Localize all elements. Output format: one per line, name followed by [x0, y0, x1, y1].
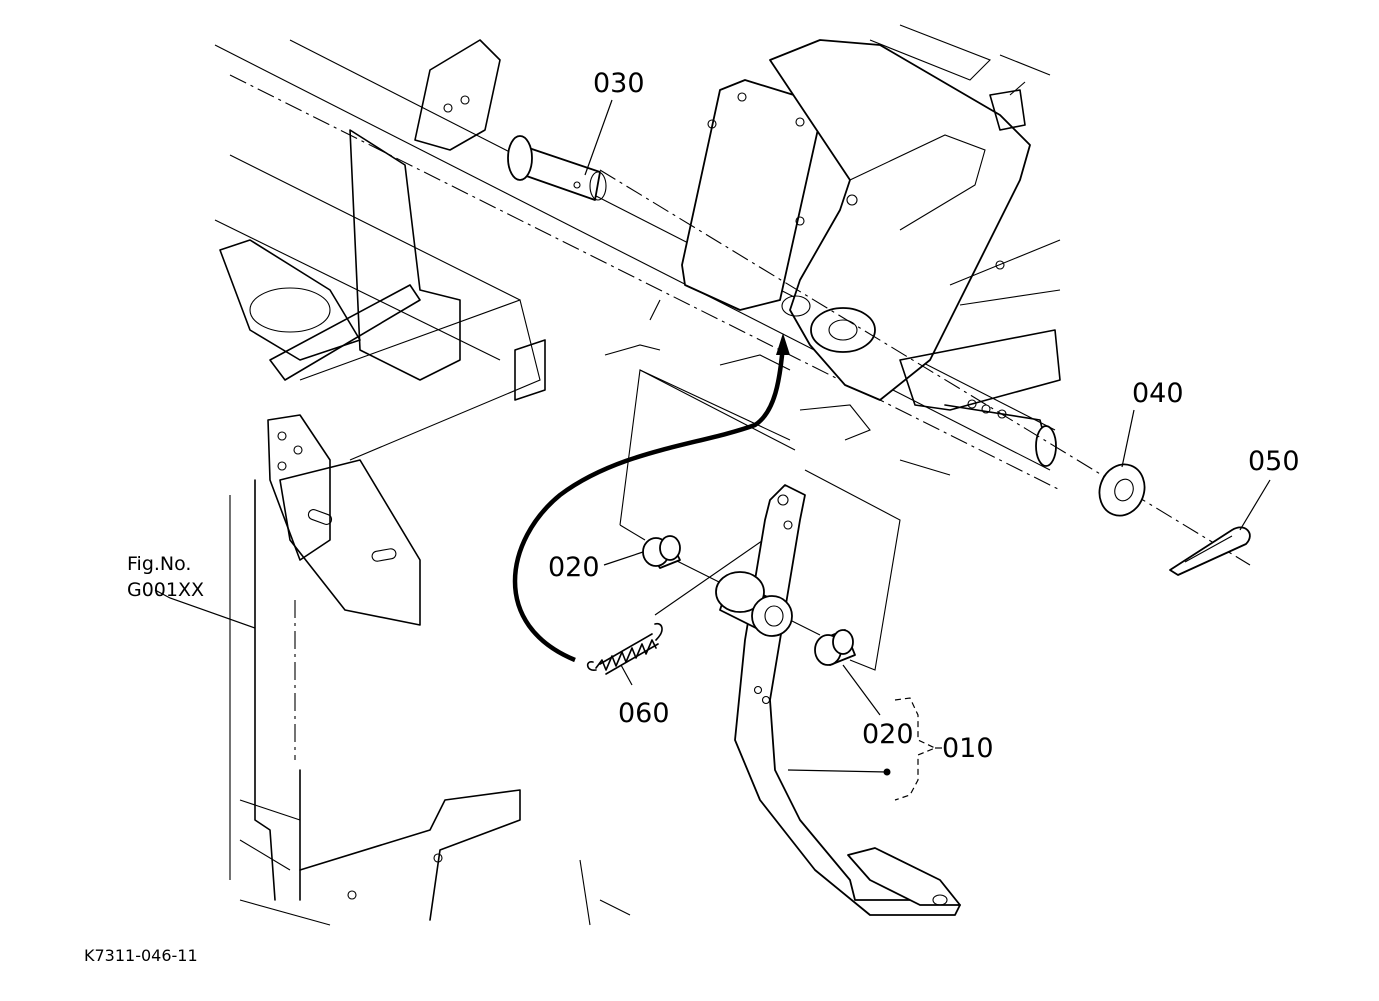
callout-050: 050: [1248, 446, 1300, 477]
callout-leaders: [154, 99, 1271, 801]
part-020-bushing-upper: [642, 535, 681, 569]
part-030-pin: [507, 135, 607, 201]
callout-030: 030: [593, 68, 645, 99]
spring-attachment-arrow: [512, 333, 790, 663]
figure-ref-label: Fig.No.: [127, 553, 191, 575]
figure-ref-number: G001XX: [127, 579, 204, 601]
callout-020-lower: 020: [862, 719, 914, 750]
part-040-washer: [1098, 463, 1146, 517]
tractor-frame-background: [214, 24, 1061, 926]
callout-010: 010: [942, 733, 994, 764]
callout-060: 060: [618, 698, 670, 729]
part-060-spring: [586, 622, 663, 675]
callout-040: 040: [1132, 378, 1184, 409]
document-id: K7311-046-11: [84, 946, 198, 965]
part-020-bushing-lower: [814, 629, 856, 666]
part-010-pedal-arm: [715, 484, 961, 916]
part-050-cotter-pin: [1169, 526, 1251, 576]
callout-020-upper: 020: [548, 552, 600, 583]
